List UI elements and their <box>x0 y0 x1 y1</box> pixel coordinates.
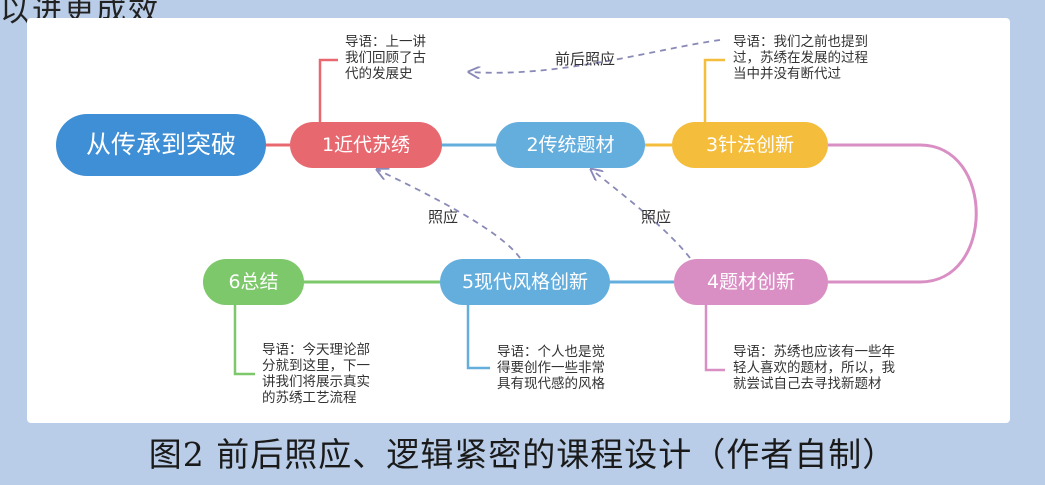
bracket-n6 <box>233 304 255 376</box>
bracket-n3 <box>703 58 725 122</box>
node-root: 从传承到突破 <box>56 114 266 176</box>
node-2: 2传统题材 <box>496 122 645 168</box>
dash-arrow-left <box>378 170 521 259</box>
figure-caption: 图2 前后照应、逻辑紧密的课程设计（作者自制） <box>148 435 897 474</box>
note-n5: 导语：个人也是觉 得要创作一些非常 具有现代感的风格 <box>497 344 605 392</box>
dash-arrow-right <box>592 170 691 259</box>
node-5: 5现代风格创新 <box>440 259 610 305</box>
bracket-n1 <box>318 58 338 122</box>
arrow-label-right: 照应 <box>641 208 672 226</box>
note-n3: 导语：我们之前也提到 过，苏绣在发展的过程 当中并没有断代过 <box>733 34 868 82</box>
note-n4: 导语：苏绣也应该有一些年 轻人喜欢的题材，所以，我 就尝试自己去寻找新题材 <box>733 344 895 392</box>
bracket-n5 <box>466 304 490 370</box>
node-4: 4题材创新 <box>674 259 828 305</box>
arrow-label-left: 照应 <box>428 208 459 226</box>
diagram-panel <box>27 18 1010 423</box>
link-n3-n4 <box>828 143 978 284</box>
bracket-n4 <box>704 304 725 372</box>
arrow-label-top: 前后照应 <box>555 50 616 68</box>
node-1: 1近代苏绣 <box>290 122 442 168</box>
node-3: 3针法创新 <box>672 122 828 168</box>
dash-arrow-top <box>470 39 721 73</box>
node-6: 6总结 <box>203 259 304 305</box>
note-n6: 导语：今天理论部 分就到这里，下一 讲我们将展示真实 的苏绣工艺流程 <box>262 342 370 406</box>
note-n1: 导语：上一讲 我们回顾了古 代的发展史 <box>345 34 426 82</box>
